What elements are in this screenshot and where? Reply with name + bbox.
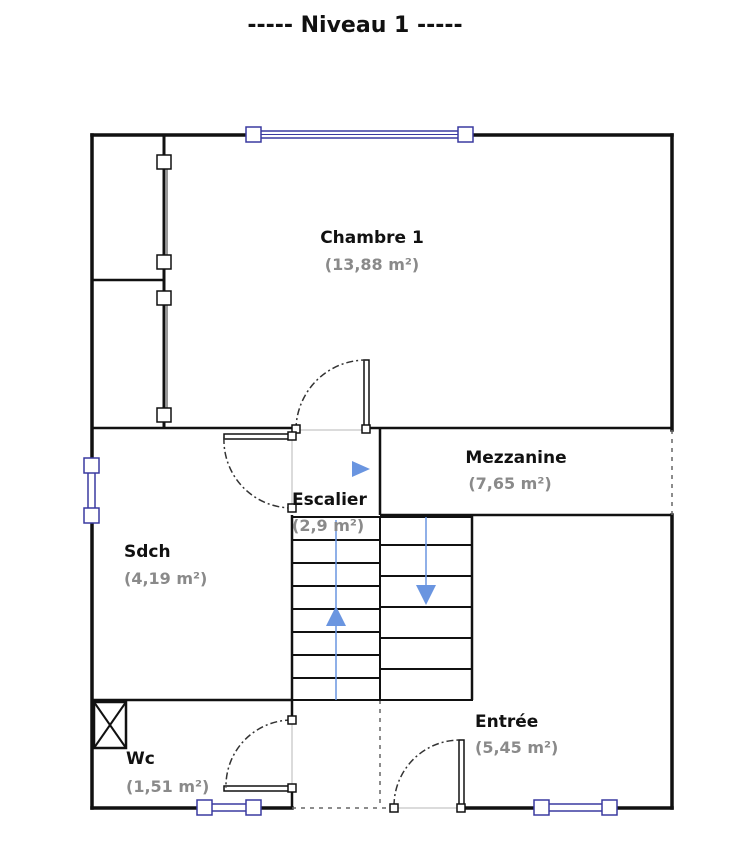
- outer-walls: [90, 133, 674, 810]
- room-area-sdch: (4,19 m²): [124, 569, 207, 588]
- arrow-down-icon: [416, 585, 436, 605]
- room-area-entree: (5,45 m²): [475, 738, 558, 757]
- door-entree: [389, 739, 466, 813]
- room-area-mezzanine: (7,65 m²): [468, 474, 551, 493]
- arrow-up-icon: [326, 606, 346, 626]
- room-name-wc: Wc: [126, 749, 155, 769]
- staircase: [291, 516, 473, 701]
- room-name-escalier: Escalier: [292, 490, 367, 510]
- room-area-chambre: (13,88 m²): [325, 255, 419, 274]
- room-area-escalier: (2,9 m²): [292, 516, 364, 535]
- room-name-sdch: Sdch: [124, 542, 171, 562]
- arrow-right-icon: [352, 461, 370, 477]
- room-name-chambre: Chambre 1: [320, 228, 424, 248]
- door-wc: [223, 715, 297, 793]
- plan-title: ----- Niveau 1 -----: [247, 13, 462, 38]
- window-top: [245, 126, 474, 143]
- door-chambre: [291, 359, 371, 434]
- shaft-icon: [92, 700, 128, 750]
- window-left: [83, 457, 100, 524]
- room-area-wc: (1,51 m²): [126, 777, 209, 796]
- open-passages: [291, 429, 673, 809]
- closet-doors: [156, 135, 172, 428]
- room-name-mezzanine: Mezzanine: [465, 448, 566, 468]
- door-sdch: [223, 431, 297, 513]
- window-bottom-entree: [533, 799, 618, 816]
- window-bottom-wc: [196, 799, 262, 816]
- room-name-entree: Entrée: [475, 712, 538, 732]
